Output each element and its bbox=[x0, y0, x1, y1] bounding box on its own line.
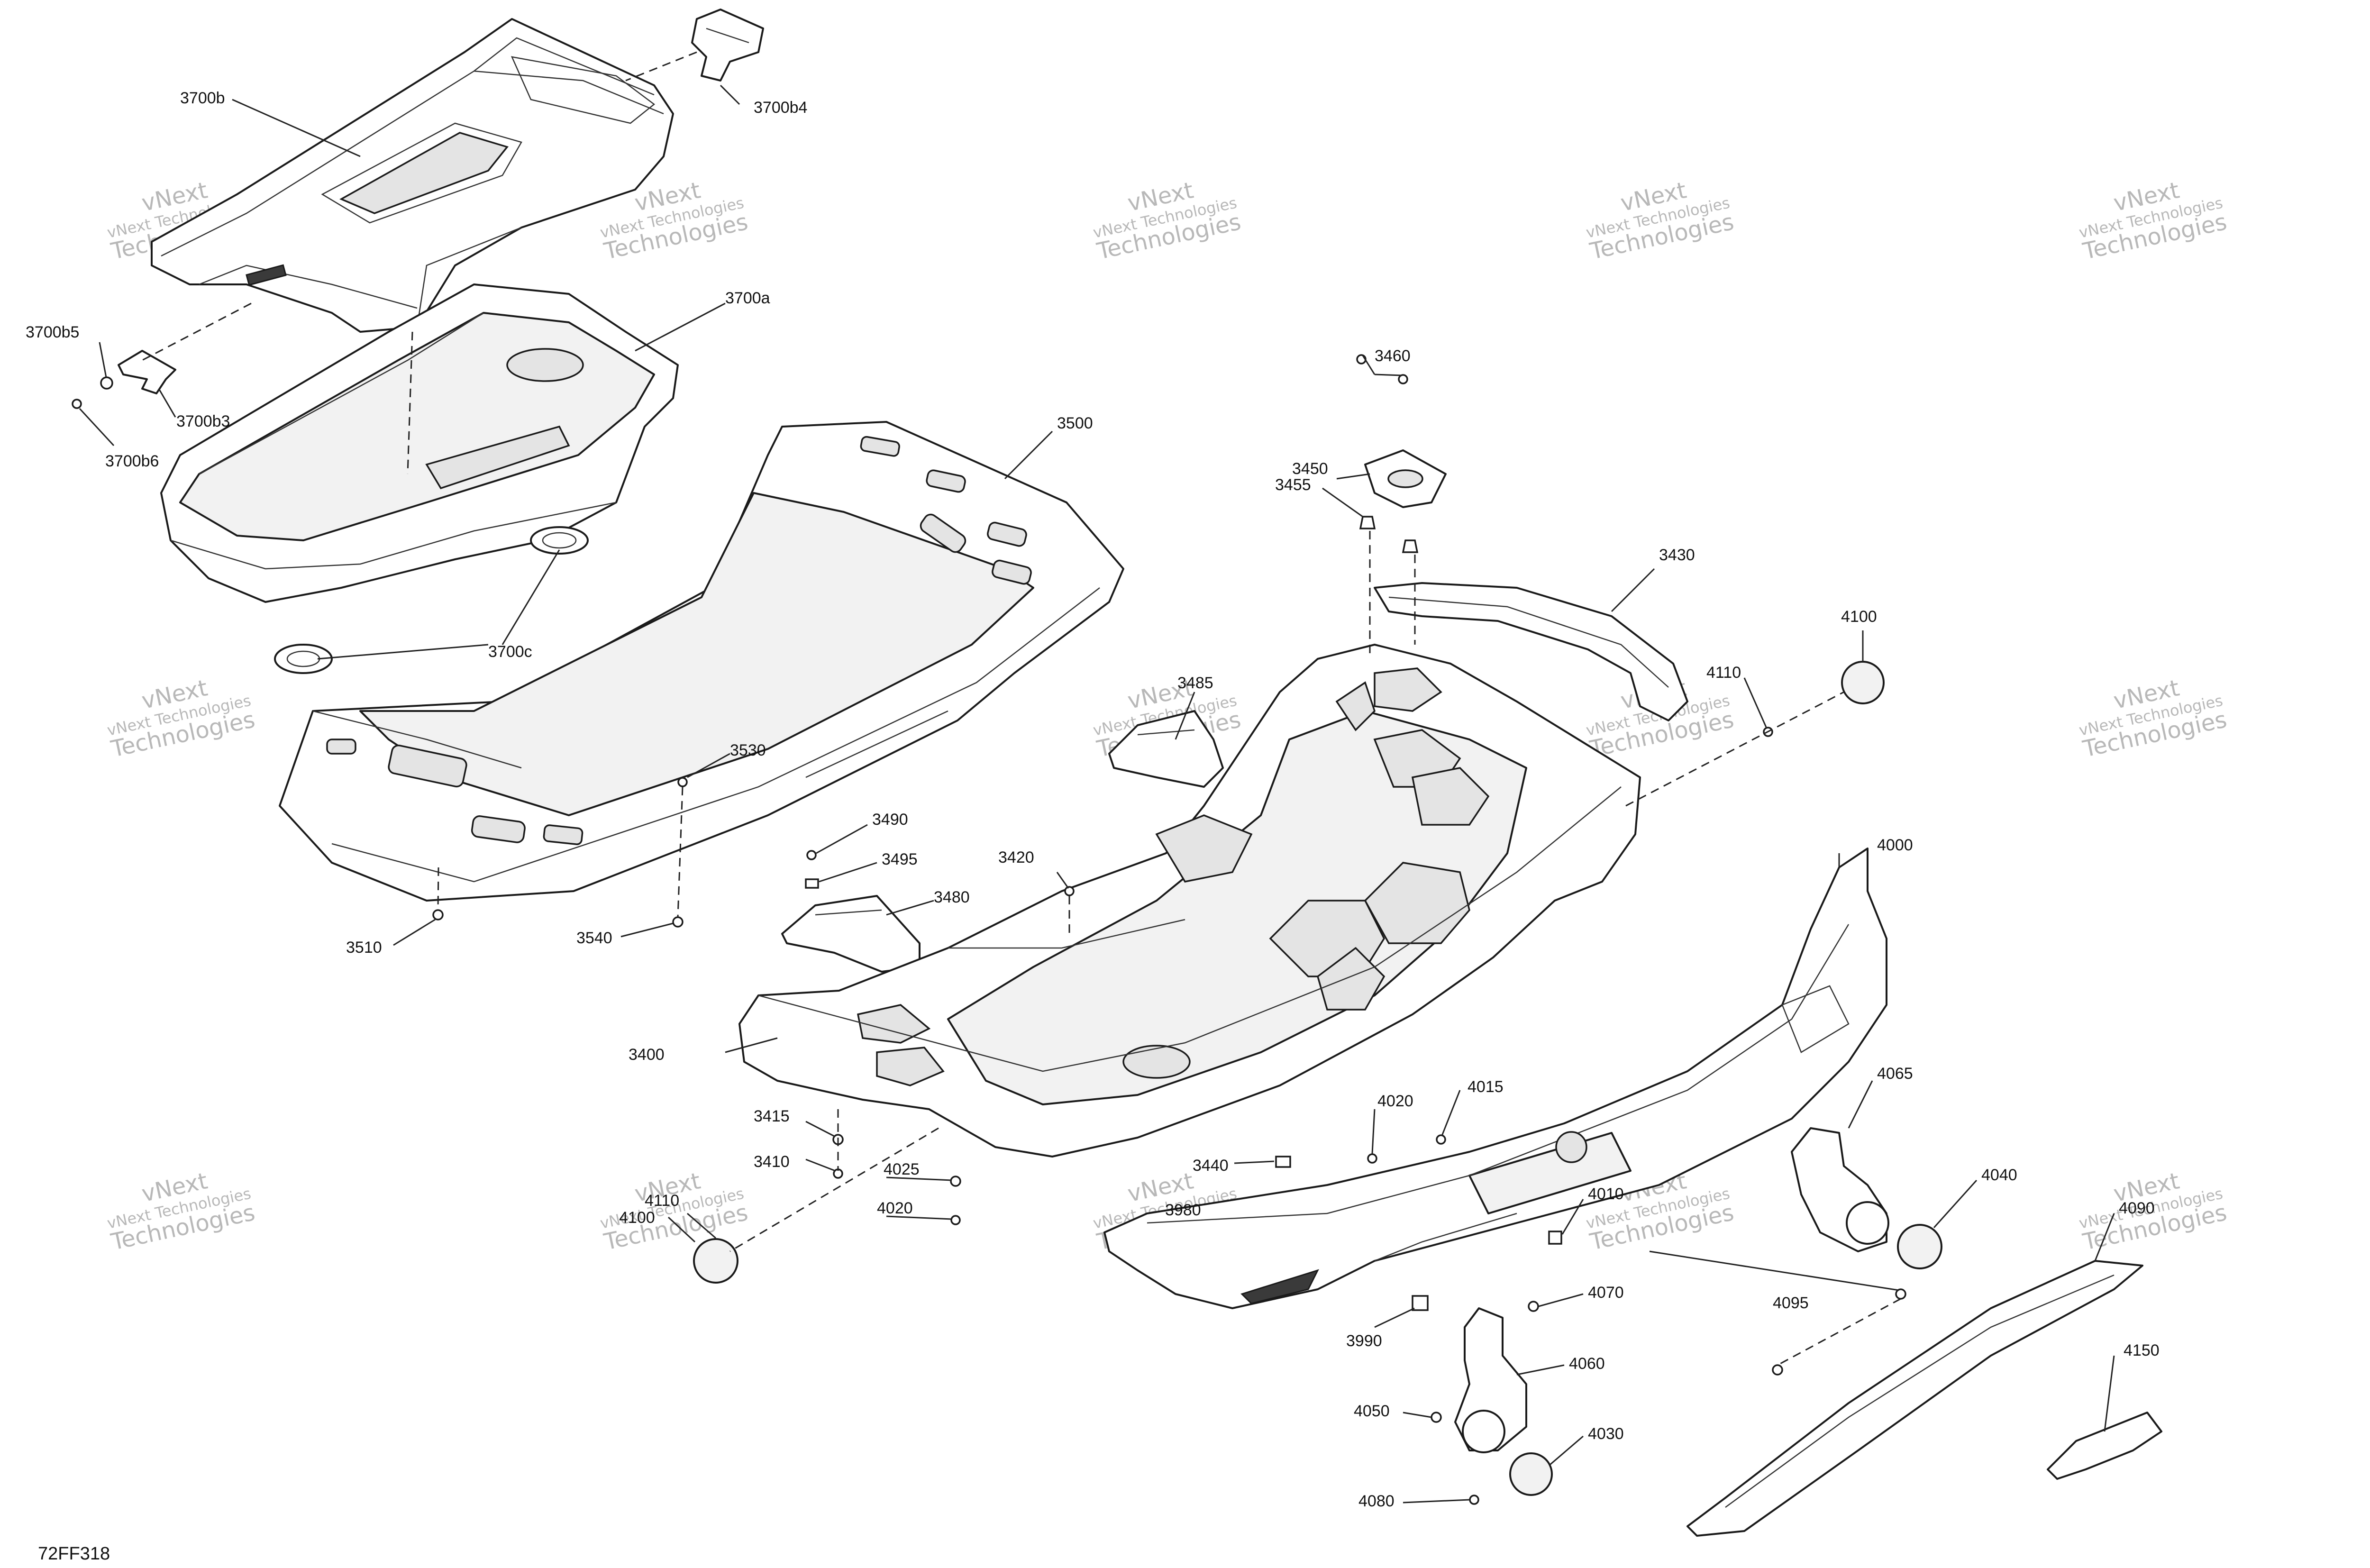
callout-label: 4110 bbox=[1706, 664, 1741, 682]
washer-4050 bbox=[1431, 1412, 1442, 1423]
callout-label: 4025 bbox=[884, 1160, 920, 1178]
callout-label: 3410 bbox=[754, 1153, 790, 1171]
callout-label: 3700b5 bbox=[26, 323, 79, 341]
cap-4100-right bbox=[1841, 661, 1885, 704]
clip-3455-a bbox=[1359, 516, 1376, 529]
screw-3540 bbox=[672, 916, 684, 928]
callout-label: 3540 bbox=[576, 929, 612, 947]
callout-label: 4020 bbox=[1377, 1092, 1413, 1110]
latch-part-3700c bbox=[274, 526, 589, 674]
callout-label: 3510 bbox=[346, 939, 382, 957]
callout-label: 3700a bbox=[725, 289, 770, 307]
callout-labels: 3700b 3700b4 3700b5 3700b3 3700b6 3700a … bbox=[26, 89, 2160, 1510]
callout-label: 3485 bbox=[1177, 674, 1213, 692]
screw-4020-left bbox=[950, 1215, 961, 1225]
callout-label: 3440 bbox=[1193, 1157, 1229, 1175]
clip-3440 bbox=[1275, 1156, 1291, 1168]
storage-lid-part bbox=[151, 18, 674, 333]
bracket-part-4150 bbox=[2047, 1412, 2162, 1480]
clip-3990 bbox=[1412, 1295, 1429, 1311]
rear-bumper-part bbox=[1103, 848, 1887, 1309]
callout-label: 4150 bbox=[2124, 1341, 2160, 1359]
callout-label: 4060 bbox=[1569, 1355, 1605, 1373]
leader-lines bbox=[79, 84, 2115, 1504]
latch-part-3700b4 bbox=[691, 9, 764, 82]
callout-label: 3430 bbox=[1659, 546, 1695, 564]
screw-3420 bbox=[1064, 886, 1075, 896]
cap-4040 bbox=[1897, 1224, 1942, 1269]
screw-4095-b bbox=[1772, 1364, 1783, 1376]
callout-label: 3700b3 bbox=[176, 412, 230, 430]
callout-label: 3700c bbox=[488, 643, 532, 661]
nut-3495 bbox=[805, 878, 819, 889]
screw-4070 bbox=[1528, 1301, 1539, 1312]
clip-3455-b bbox=[1402, 539, 1419, 553]
callout-label: 4100 bbox=[619, 1209, 655, 1227]
callout-label: 3455 bbox=[1275, 476, 1311, 494]
screw-4020-right bbox=[1367, 1153, 1377, 1164]
assembly-lines bbox=[142, 51, 1901, 1366]
storage-tub-part bbox=[160, 283, 679, 603]
callout-label: 3400 bbox=[629, 1046, 665, 1064]
screw-3700b6 bbox=[72, 399, 82, 409]
callout-label: 4020 bbox=[877, 1199, 913, 1217]
callout-label: 3990 bbox=[1346, 1332, 1382, 1350]
callout-label: 3490 bbox=[872, 811, 908, 829]
bracket-part-3480 bbox=[781, 895, 921, 973]
callout-label: 4070 bbox=[1588, 1284, 1624, 1302]
callout-label: 3420 bbox=[998, 848, 1034, 866]
callout-label: 3495 bbox=[882, 850, 918, 868]
screw-3460-b bbox=[1398, 374, 1408, 384]
callout-label: 4050 bbox=[1354, 1402, 1390, 1420]
callout-label: 3700b bbox=[180, 89, 225, 107]
bracket-part-4060 bbox=[1454, 1307, 1527, 1453]
callout-label: 4000 bbox=[1877, 836, 1913, 854]
washer-3700b5 bbox=[100, 376, 113, 390]
callout-label: 3460 bbox=[1375, 347, 1411, 365]
washer-4025 bbox=[950, 1176, 961, 1187]
callout-label: 4095 bbox=[1773, 1294, 1809, 1312]
callout-label: 4040 bbox=[1981, 1166, 2017, 1184]
bracket-part-3450 bbox=[1364, 449, 1447, 508]
callout-label: 4100 bbox=[1841, 608, 1877, 626]
screw-4080 bbox=[1469, 1495, 1479, 1505]
screw-4015 bbox=[1436, 1134, 1446, 1145]
main-tub-part bbox=[738, 644, 1641, 1158]
figure-id: 72FF318 bbox=[38, 1544, 110, 1564]
rack-frame-part bbox=[279, 421, 1124, 902]
callout-label: 3500 bbox=[1057, 414, 1093, 432]
callout-label: 4010 bbox=[1588, 1185, 1624, 1203]
skid-plate-part-4090 bbox=[1686, 1260, 2143, 1537]
callout-label: 4030 bbox=[1588, 1425, 1624, 1443]
callout-label: 3450 bbox=[1292, 460, 1328, 478]
bracket-part-4065 bbox=[1791, 1127, 1889, 1252]
grab-handle-part bbox=[1374, 582, 1688, 721]
callout-label: 4110 bbox=[645, 1192, 679, 1210]
callout-label: 3980 bbox=[1165, 1201, 1201, 1219]
callout-label: 4065 bbox=[1877, 1065, 1913, 1083]
callout-label: 4015 bbox=[1468, 1078, 1504, 1096]
callout-label: 4080 bbox=[1358, 1492, 1395, 1510]
screw-3530 bbox=[677, 777, 688, 787]
callout-label: 3415 bbox=[754, 1107, 790, 1125]
screw-3490 bbox=[806, 850, 817, 860]
screw-3510 bbox=[432, 909, 444, 921]
bracket-part-3485 bbox=[1108, 710, 1224, 788]
cap-4100-left bbox=[693, 1238, 738, 1284]
callout-label: 3700b6 bbox=[105, 452, 159, 470]
cap-4030 bbox=[1509, 1452, 1553, 1496]
hinge-part-3700b3 bbox=[118, 350, 176, 394]
callout-label: 3530 bbox=[730, 741, 766, 759]
callout-label: 4090 bbox=[2119, 1199, 2155, 1217]
callout-label: 3700b4 bbox=[754, 99, 807, 117]
clip-4010 bbox=[1548, 1231, 1562, 1245]
callout-label: 3480 bbox=[934, 888, 970, 906]
